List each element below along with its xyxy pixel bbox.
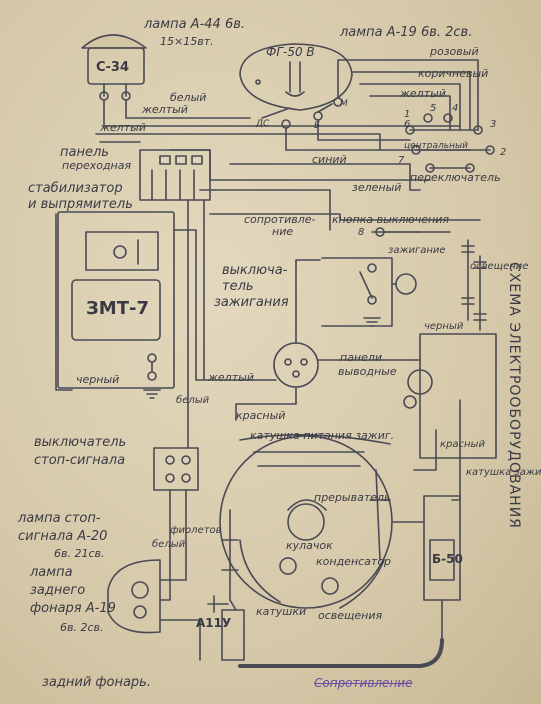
tail-lamp-label-2: заднего — [30, 583, 86, 598]
wire-black2-label: черный — [424, 321, 464, 332]
ignition-switch-label-3: зажигания — [214, 295, 289, 310]
wire-white2-label: белый — [176, 395, 210, 406]
ignition-switch-label-1: выключа- — [222, 263, 288, 278]
stop-lamp-label-1: лампа стоп- — [18, 511, 101, 526]
wire-yellow-label: желтый — [142, 103, 188, 116]
wire-brown-label: коричневый — [418, 67, 489, 80]
wire-yellow2-label: желтый — [100, 121, 146, 134]
spark-plug-symbol — [207, 595, 245, 661]
stabilizer-label-1: стабилизатор — [28, 181, 123, 196]
wire-black-label: черный — [76, 373, 120, 386]
ignition-coil-symbol — [238, 495, 461, 668]
cam-label: кулачок — [286, 539, 333, 552]
generator-symbol — [219, 434, 393, 609]
central-switch-symbol — [405, 113, 495, 173]
lamp-a44-label: лампа А-44 6в. — [144, 17, 246, 32]
resistance-label-1: сопротивле- — [244, 213, 316, 226]
lighting-coils-label-1: катушки — [256, 605, 307, 618]
wire-white3-label: белый — [152, 539, 186, 550]
switch-position-6: 6 — [404, 119, 411, 130]
tail-lamp-label-1: лампа — [30, 565, 73, 580]
switch-label: переключатель — [410, 171, 501, 184]
ignition-coil-winding-label: катушка питания зажиг. — [250, 429, 395, 442]
lamp-a19-label: лампа А-19 6в. 2св. — [340, 25, 473, 40]
rear-lamp-label: задний фонарь. — [42, 675, 151, 690]
wire-red2-label: красный — [440, 439, 485, 450]
headlamp-symbol — [239, 43, 353, 129]
lighting-coils-label-2: освещения — [318, 609, 383, 622]
wire-white-top-label: белый — [170, 91, 207, 104]
switch-position-7: 7 — [398, 155, 405, 166]
switch-position-5: 5 — [430, 103, 437, 114]
resistance-label-2: ние — [272, 225, 294, 238]
horn-model-label: С-34 — [96, 60, 130, 75]
stop-switch-label-1: выключатель — [34, 435, 127, 450]
wire-red-label: красный — [236, 409, 286, 422]
b-label: Б — [314, 121, 321, 131]
wire-pink-label: розовый — [430, 45, 479, 58]
wire-blue-label: синий — [312, 153, 347, 166]
switch-position-1: 1 — [404, 109, 411, 120]
output-panel-label-2: выводные — [338, 365, 397, 378]
lighting-word-label: освещение — [470, 261, 529, 272]
wire-green-label: зеленый — [352, 181, 402, 194]
central-label: центральный — [404, 141, 468, 151]
ignition-word-label: зажигание — [388, 245, 446, 256]
tail-lamp-label-3: фонаря А-19 — [30, 601, 116, 616]
output-panel-label-1: панели — [340, 351, 383, 364]
tail-lamp-label-4: 6в. 2св. — [60, 621, 104, 634]
stamp-text: Сопротивление — [314, 676, 413, 690]
switch-position-3: 3 — [490, 119, 497, 130]
output-panel-symbol — [273, 259, 321, 388]
transition-panel-symbol — [139, 149, 211, 201]
stop-lamp-label-2: сигнала А-20 — [18, 529, 108, 544]
panel-transition-label-2: переходная — [62, 159, 132, 172]
stop-switch-symbol — [153, 447, 199, 491]
m-label: М — [340, 99, 348, 109]
wire-yellow-mid-label: желтый — [208, 371, 254, 384]
ignition-coil-label: катушка зажигания — [466, 467, 541, 478]
rear-lamp-symbol — [107, 559, 201, 661]
headlamp-bulb-label: ФГ-50 В — [266, 45, 315, 59]
ds-label: ДС — [256, 119, 270, 129]
ignition-switch-label-2: тель — [222, 279, 254, 294]
stop-lamp-label-3: 6в. 21св. — [54, 547, 105, 560]
switch-position-4: 4 — [452, 103, 459, 114]
spark-plug-model-label: А11У — [196, 616, 232, 630]
ignition-button-label: кнопка выключения — [332, 213, 449, 226]
panel-transition-label-1: панель — [60, 145, 109, 160]
ignition-coil-model-label: Б-50 — [432, 552, 463, 566]
diagram-title: СХЕМА ЭЛЕКТРООБОРУДОВАНИЯ — [506, 262, 522, 529]
horn-symbol — [81, 34, 147, 101]
stop-switch-label-2: стоп-сигнала — [34, 453, 126, 468]
regulator-model-label: ЗМТ-7 — [86, 298, 149, 319]
switch-position-2: 2 — [500, 147, 507, 158]
lamp-a44-power-label: 15×15вт. — [160, 35, 214, 48]
breaker-label: прерыватель — [314, 491, 391, 504]
wire-violet-label: фиолетов — [170, 525, 222, 536]
switch-position-8: 8 — [358, 227, 365, 238]
ignition-switch-symbol — [321, 257, 417, 327]
condenser-label: конденсатор — [316, 555, 392, 568]
stabilizer-label-2: и выпрямитель — [28, 197, 133, 212]
wire-yellow-top-label: желтый — [400, 87, 446, 100]
regulator-symbol — [57, 211, 175, 399]
